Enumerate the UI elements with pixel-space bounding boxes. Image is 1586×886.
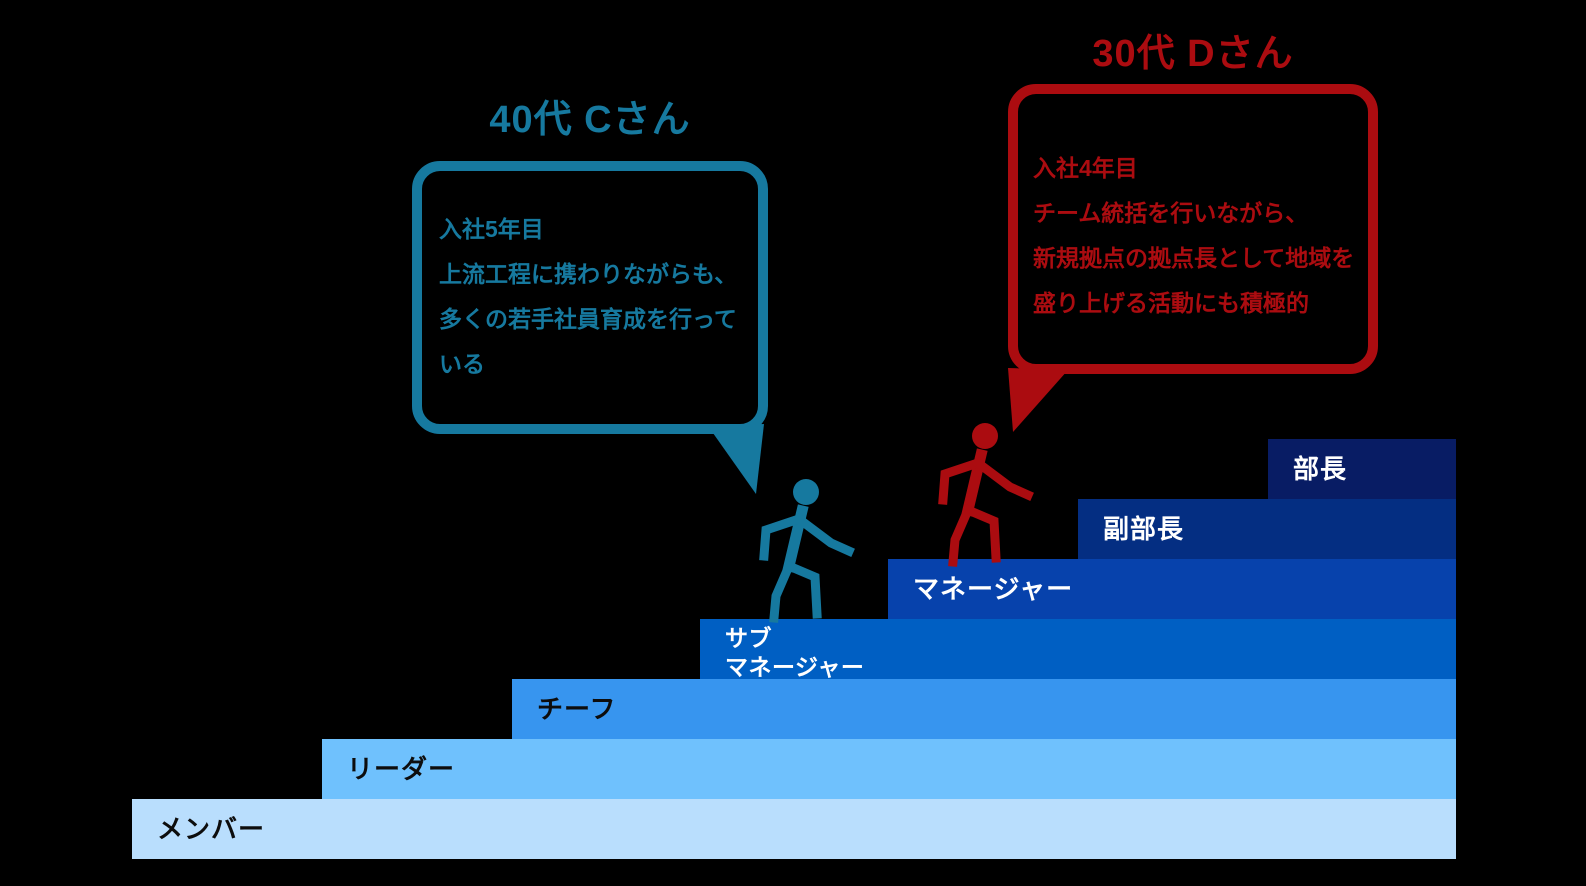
stair-step-label: 副部長 [1103, 514, 1185, 544]
stair-step-bucho: 部長 [1268, 439, 1456, 499]
stair-step-fukubucho: 副部長 [1078, 499, 1456, 559]
stair-step-leader: リーダー [322, 739, 1456, 799]
speech-bubble-d: 入社4年目 チーム統括を行いながら、 新規拠点の拠点長として地域を 盛り上げる活… [1008, 84, 1378, 374]
speech-bubble-c: 入社5年目 上流工程に携わりながらも、 多くの若手社員育成を行って いる [412, 161, 768, 434]
stair-step-label: メンバー [157, 814, 266, 844]
stair-step-label: 部長 [1293, 454, 1348, 484]
walking-person-d-icon [943, 423, 1028, 562]
person-c-title: 40代 Cさん [489, 99, 691, 141]
stair-step-member: メンバー [132, 799, 1456, 859]
speech-bubble-c-tail [708, 424, 764, 494]
stair-step-label: チーフ [537, 694, 617, 724]
speech-bubble-c-text: 入社5年目 上流工程に携わりながらも、 多くの若手社員育成を行って いる [439, 216, 738, 377]
speech-bubble-d-tail [1008, 368, 1068, 432]
person-d-title: 30代 Dさん [1092, 33, 1294, 75]
stair-step-label: サブ マネージャー [725, 625, 865, 680]
stair-step-sub-manager: サブ マネージャー [700, 619, 1456, 680]
stair-step-label: マネージャー [913, 574, 1074, 604]
stair-step-manager: マネージャー [888, 559, 1456, 619]
stair-step-chief: チーフ [512, 679, 1456, 739]
person-d-group [943, 368, 1068, 562]
speech-bubble-d-text: 入社4年目 チーム統括を行いながら、 新規拠点の拠点長として地域を 盛り上げる活… [1033, 155, 1355, 316]
stair-step-label: リーダー [347, 754, 456, 784]
person-c-group [708, 424, 849, 618]
walking-person-c-icon [764, 479, 849, 618]
